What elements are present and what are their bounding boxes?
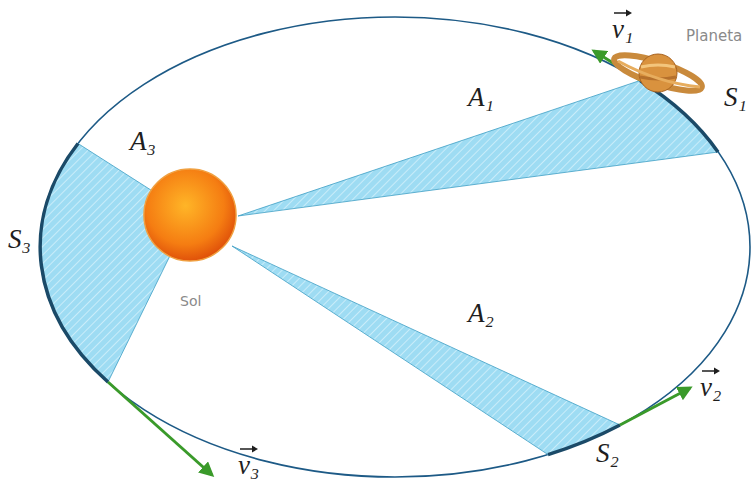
velocity-label-wrap: v₁: [612, 16, 633, 43]
arc-label: S₃: [8, 224, 31, 254]
area-label-wrap: A₂: [468, 300, 494, 327]
velocity-label: v₁: [612, 14, 633, 44]
sun-circle: [142, 167, 238, 263]
velocity-label: v₃: [238, 450, 259, 480]
area-sector: [232, 246, 620, 455]
velocity-arrow: [108, 382, 212, 475]
vector-arrow: [700, 366, 722, 376]
body-label: Planeta: [686, 27, 742, 45]
velocity-arrow: [620, 388, 690, 425]
area-sector: [238, 81, 718, 217]
area-label-wrap: A₁: [468, 84, 494, 111]
area-label-wrap: A₃: [130, 128, 156, 155]
area-label: A₁: [468, 82, 494, 112]
arc-segment: [40, 144, 108, 383]
arc-label: S₁: [724, 82, 747, 112]
velocity-label-wrap: v₂: [700, 374, 721, 401]
area-label: A₃: [130, 126, 156, 156]
vector-arrow: [238, 444, 260, 454]
planet-figure: [608, 43, 708, 103]
arc-label-wrap: S₁: [724, 84, 747, 111]
arc-label-wrap: S₂: [596, 440, 619, 467]
velocity-label-wrap: v₃: [238, 452, 259, 479]
orbit-ellipse: [40, 17, 750, 477]
sun-node: Sol: [142, 167, 238, 263]
arc-label-wrap: S₃: [8, 226, 31, 253]
planet-node: Planeta: [608, 43, 708, 103]
velocity-label: v₂: [700, 372, 721, 402]
vector-arrow: [612, 8, 634, 18]
arc-label: S₂: [596, 438, 619, 468]
body-label: Sol: [180, 293, 201, 309]
area-label: A₂: [468, 298, 494, 328]
